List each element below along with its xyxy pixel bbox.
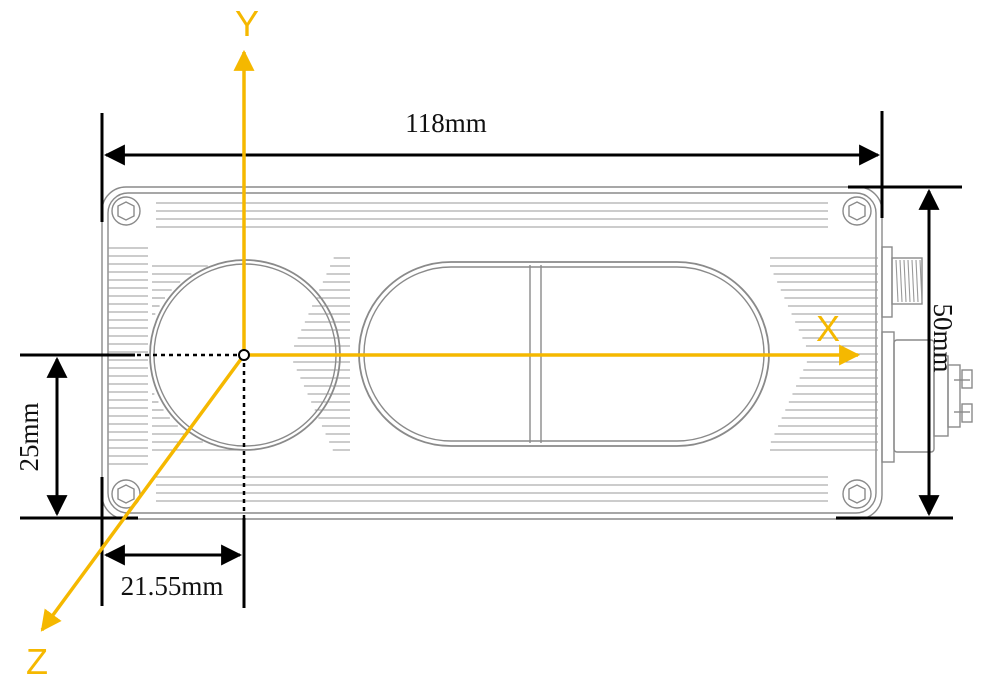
x-axis-label: X: [816, 308, 840, 349]
origin-height-dimension: 25mm: [14, 353, 138, 520]
width-dimension: 118mm: [100, 108, 884, 222]
connector-sma: [881, 246, 923, 318]
screw-icon-top-left: [111, 196, 141, 226]
height-dimension: 50mm: [836, 185, 962, 520]
origin-offset-dimension: 21.55mm: [100, 477, 246, 608]
device-body: [101, 186, 973, 520]
cooling-fins: [108, 202, 878, 502]
width-label: 118mm: [405, 108, 487, 138]
origin-point: [238, 349, 250, 361]
screw-icon-top-right: [842, 196, 872, 226]
z-axis: [40, 353, 246, 632]
y-axis-label: Y: [235, 3, 259, 44]
origin-height-label: 25mm: [14, 402, 44, 471]
z-axis-label: Z: [26, 641, 48, 682]
height-label: 50mm: [928, 303, 958, 372]
coordinate-axes: Y X Z: [26, 3, 861, 682]
origin-offset-label: 21.55mm: [121, 571, 224, 601]
origin-guides: [137, 353, 246, 518]
screw-icon-bottom-right: [842, 479, 872, 509]
